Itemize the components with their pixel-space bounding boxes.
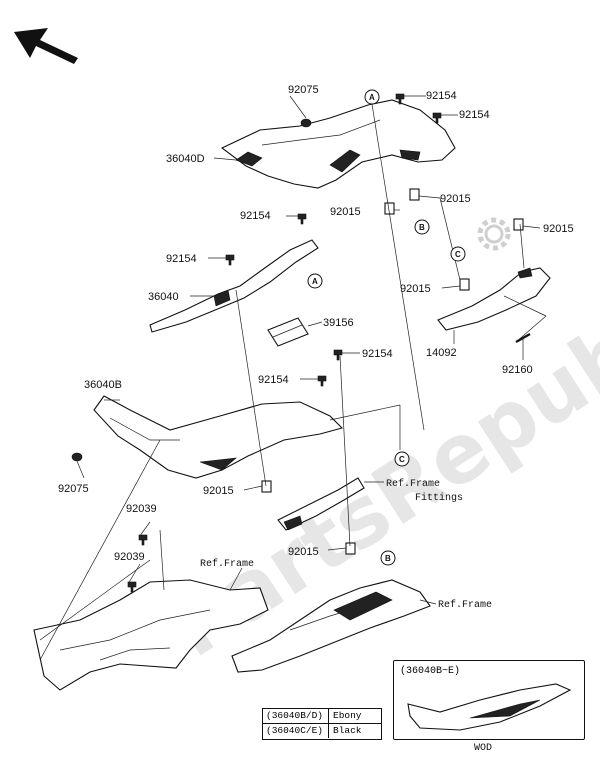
marker-A-mid: A <box>307 273 323 289</box>
grommet-92075-low[interactable] <box>71 452 83 462</box>
label-92039-a[interactable]: 92039 <box>126 503 157 515</box>
collar-92015-b[interactable] <box>409 188 420 201</box>
marker-B-low: B <box>380 550 396 566</box>
label-92015-e[interactable]: 92015 <box>203 485 234 497</box>
label-36040D[interactable]: 36040D <box>166 153 205 165</box>
front-direction-arrow-icon <box>14 28 78 64</box>
inset-label: WOD <box>474 743 492 754</box>
screw-92154-c[interactable] <box>297 213 307 225</box>
label-92154-f[interactable]: 92154 <box>258 374 289 386</box>
label-36040[interactable]: 36040 <box>148 291 179 303</box>
marker-C-mid: C <box>394 451 410 467</box>
gear-icon <box>477 217 511 251</box>
seat-cowl-upper-36040D[interactable] <box>220 99 456 189</box>
label-92154-a[interactable]: 92154 <box>426 90 457 102</box>
legend-color: Black <box>333 725 362 736</box>
collar-92015-c[interactable] <box>513 218 524 231</box>
screw-92039-b[interactable] <box>127 581 137 593</box>
collar-92015-d[interactable] <box>459 278 470 291</box>
svg-text:C: C <box>399 455 405 464</box>
label-92015-b[interactable]: 92015 <box>440 193 471 205</box>
label-92075-low[interactable]: 92075 <box>58 483 89 495</box>
legend-row: (36040B/D) Ebony <box>263 709 381 724</box>
label-14092[interactable]: 14092 <box>426 347 457 359</box>
label-92154-c[interactable]: 92154 <box>240 210 271 222</box>
marker-B-top: B <box>414 219 430 235</box>
label-92039-b[interactable]: 92039 <box>114 551 145 563</box>
marker-A-top: A <box>364 89 380 105</box>
svg-text:B: B <box>385 554 391 563</box>
label-ref-frame-fittings: Ref.Frame <box>386 478 440 490</box>
frame-right <box>231 579 431 673</box>
label-92015-d[interactable]: 92015 <box>400 283 431 295</box>
frame-fittings-bracket <box>277 477 365 531</box>
legend-row: (36040C/E) Black <box>263 724 381 738</box>
leader-lines <box>39 95 547 661</box>
marker-C-top: C <box>450 246 466 262</box>
label-92154-b[interactable]: 92154 <box>459 109 490 121</box>
label-92160[interactable]: 92160 <box>502 364 533 376</box>
label-ref-frame-right: Ref.Frame <box>438 599 492 611</box>
collar-92015-f[interactable] <box>345 542 356 555</box>
svg-text:B: B <box>419 223 425 232</box>
label-92154-e[interactable]: 92154 <box>362 348 393 360</box>
label-ref-frame-left: Ref.Frame <box>200 558 254 570</box>
inset-seat-cover-drawing <box>407 683 572 731</box>
legend-color: Ebony <box>333 710 362 721</box>
screw-92154-e[interactable] <box>333 349 343 361</box>
label-92015-c[interactable]: 92015 <box>543 223 574 235</box>
label-92015-a[interactable]: 92015 <box>330 206 361 218</box>
side-cover-36040B[interactable] <box>93 395 344 479</box>
inset-title: (36040B~E) <box>400 666 461 677</box>
screw-92154-f[interactable] <box>317 375 327 387</box>
screw-92154-b[interactable] <box>432 112 442 124</box>
grommet-92075-top[interactable] <box>300 118 312 128</box>
frame-left <box>33 579 269 691</box>
label-39156[interactable]: 39156 <box>323 317 354 329</box>
pad-39156[interactable] <box>267 317 309 347</box>
screw-92154-a[interactable] <box>395 93 405 105</box>
part-number-labels: 92075 36040D 92154 92154 92015 92015 920… <box>58 84 574 611</box>
inset-box: (36040B~E) <box>393 660 585 740</box>
collar-92015-e[interactable] <box>261 480 272 493</box>
label-36040B[interactable]: 36040B <box>84 379 122 391</box>
label-92154-d[interactable]: 92154 <box>166 253 197 265</box>
legend-code: (36040B/D) <box>263 709 329 723</box>
screw-92039-a[interactable] <box>138 534 148 546</box>
screw-92154-d[interactable] <box>225 254 235 266</box>
label-92075-top[interactable]: 92075 <box>288 84 319 96</box>
svg-text:C: C <box>455 250 461 259</box>
svg-text:A: A <box>369 93 375 102</box>
svg-text:A: A <box>312 277 318 286</box>
bracket-14092[interactable] <box>437 267 551 331</box>
label-92015-f[interactable]: 92015 <box>288 546 319 558</box>
color-legend: (36040B/D) Ebony (36040C/E) Black <box>262 708 382 740</box>
seat-cowl-bracket-36040[interactable] <box>149 239 319 333</box>
legend-code: (36040C/E) <box>263 724 329 738</box>
label-fittings: Fittings <box>415 492 463 504</box>
